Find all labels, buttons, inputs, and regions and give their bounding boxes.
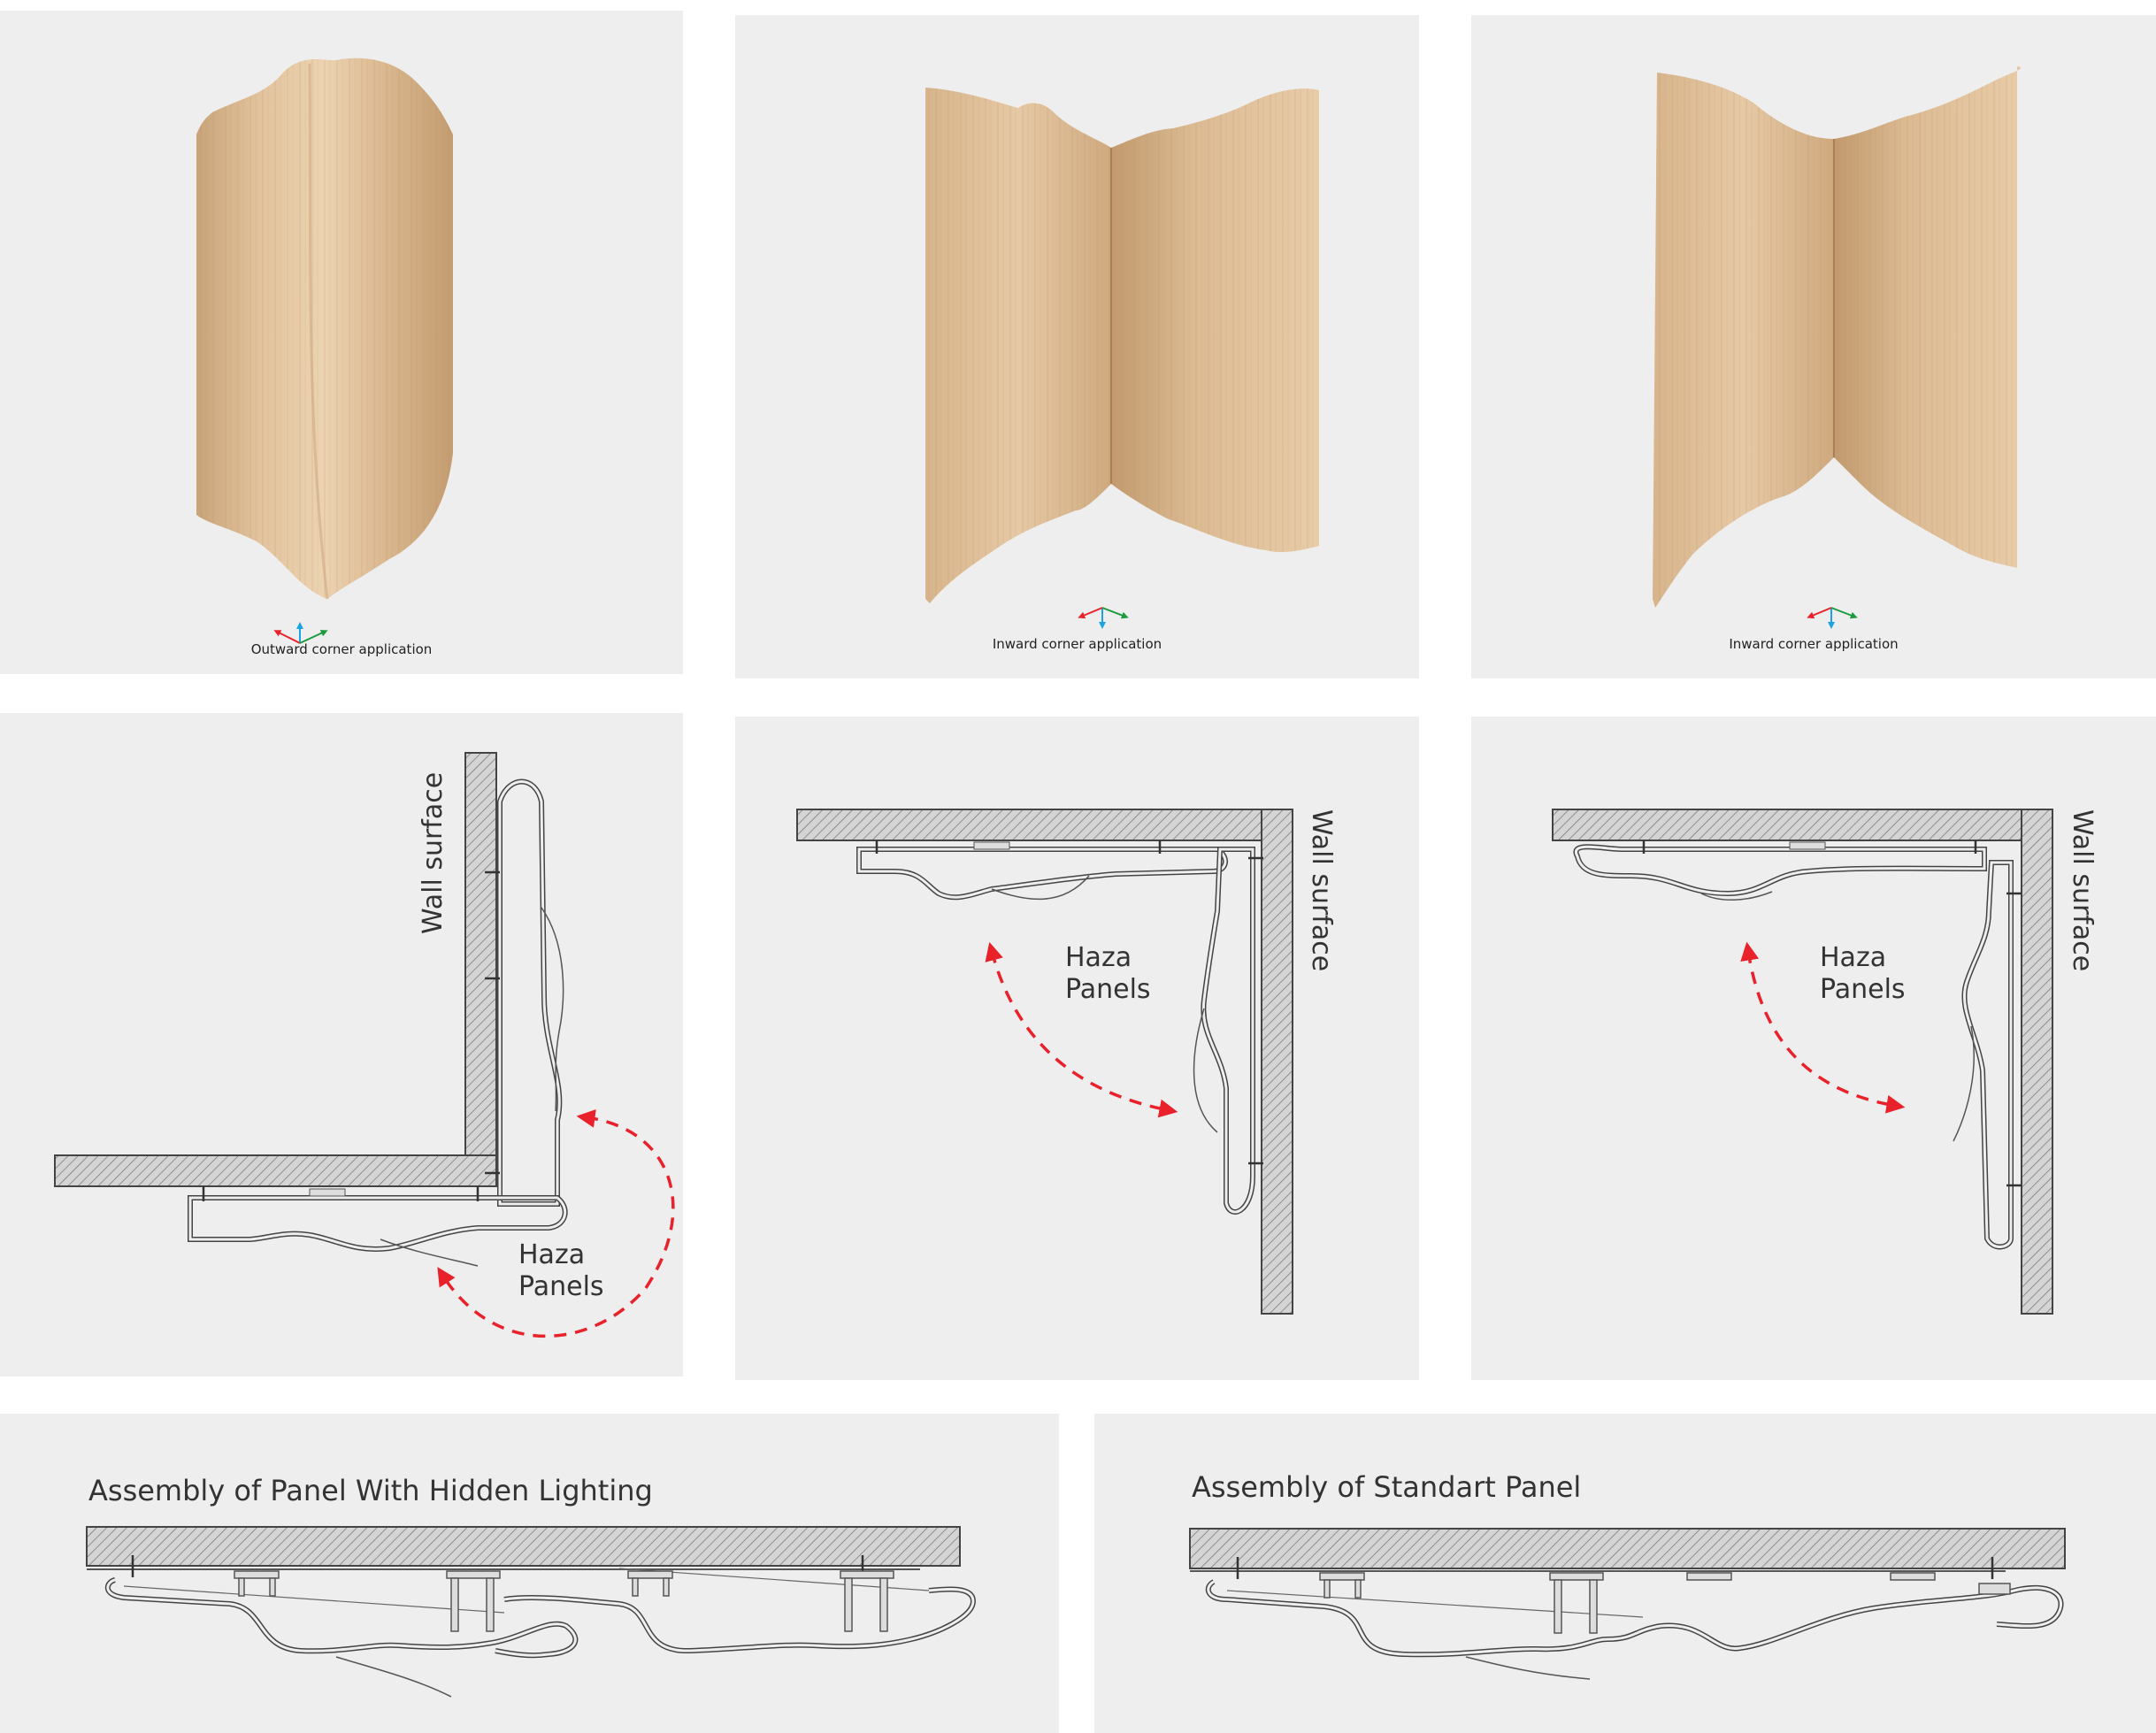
render-panel-inward-1: Inward corner application — [735, 15, 1419, 679]
outward-corner-section — [54, 752, 675, 1338]
section-panel-inward-1: Wall surface Haza Panels — [735, 717, 1419, 1380]
haza-label-line2: Panels — [1065, 974, 1151, 1005]
outward-corner-render — [196, 58, 453, 644]
haza-panels-label: Haza Panels — [518, 1239, 604, 1303]
inward-corner-render-1 — [925, 88, 1319, 629]
rotation-arrow-icon — [1740, 941, 1906, 1114]
haza-label-line1: Haza — [518, 1239, 586, 1270]
wall-surface-label: Wall surface — [418, 771, 449, 934]
assembly-panel-hidden-lighting: Assembly of Panel With Hidden Lighting — [0, 1414, 1059, 1733]
render-caption: Outward corner application — [250, 641, 433, 657]
inward-corner-section-1 — [796, 809, 1293, 1315]
assembly-drawing-standard — [1189, 1528, 2066, 1680]
haza-label-line2: Panels — [518, 1271, 604, 1302]
wall-surface-label: Wall surface — [1306, 809, 1337, 972]
assembly-title-standard: Assembly of Standart Panel — [1192, 1470, 1582, 1504]
section-panel-inward-2: Wall surface Haza Panels — [1471, 717, 2156, 1380]
haza-label-line1: Haza — [1820, 942, 1887, 973]
section-panel-outward: Wall surface Haza Panels — [0, 713, 683, 1376]
assembly-drawing-hidden-lighting — [86, 1526, 977, 1698]
render-caption: Inward corner application — [1729, 636, 1899, 652]
render-panel-outward: Outward corner application — [0, 11, 683, 674]
axis-gizmo-icon — [1807, 607, 1858, 629]
assembly-panel-standard: Assembly of Standart Panel — [1094, 1414, 2156, 1733]
rotation-arrow-icon — [985, 941, 1178, 1118]
render-caption: Inward corner application — [992, 636, 1162, 652]
assembly-title-hidden-lighting: Assembly of Panel With Hidden Lighting — [88, 1474, 653, 1507]
haza-label-line2: Panels — [1820, 974, 1906, 1005]
axis-gizmo-icon — [1078, 607, 1129, 629]
haza-label-line1: Haza — [1065, 942, 1132, 973]
inward-corner-render-2 — [1653, 66, 2022, 629]
wall-surface-label: Wall surface — [2067, 809, 2098, 972]
rotation-arrow-icon — [437, 1108, 675, 1338]
inward-corner-section-2 — [1552, 809, 2053, 1315]
haza-panels-label: Haza Panels — [1065, 942, 1151, 1006]
haza-panels-label: Haza Panels — [1820, 942, 1906, 1006]
render-panel-inward-2: Inward corner application — [1471, 15, 2156, 679]
axis-gizmo-icon — [273, 622, 328, 644]
